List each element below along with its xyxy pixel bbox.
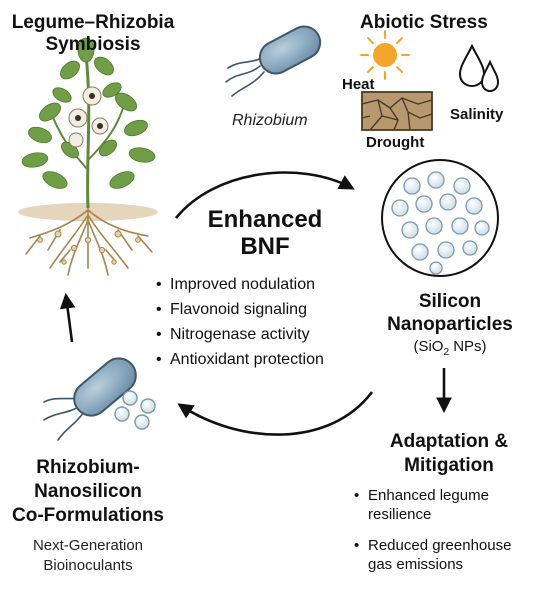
coformulation-title-line2: Nanosilicon [34,481,142,502]
bnf-bullet-item: Nitrogenase activity [156,322,324,347]
formula-suffix: NPs) [449,338,487,355]
legume-plant-icon [18,37,158,276]
formula-subscript: 2 [443,347,450,358]
plant-roots-icon [25,204,153,276]
silicon-formula: (SiO2 NPs) [380,338,520,358]
heat-label: Heat [342,76,375,93]
coformulation-title-line3: Co-Formulations [12,505,164,526]
coformulation-title: Rhizobium- Nanosilicon Co-Formulations [2,456,174,528]
bnf-bullet-list: Improved nodulation Flavonoid signaling … [156,272,324,372]
sun-icon [360,30,410,80]
adaptation-bullet-list: Enhanced legume resilience Reduced green… [354,486,512,574]
coformulation-subtitle: Next-Generation Bioinoculants [2,536,174,576]
salinity-label: Salinity [450,106,504,123]
rhizobium-bacterium-icon [225,25,322,97]
symbiosis-title-line1: Legume–Rhizobia [11,12,175,33]
abiotic-stress-title: Abiotic Stress [360,12,488,33]
coformulation-title-line1: Rhizobium- [36,457,140,478]
adaptation-bullet-item: Reduced greenhouse gas emissions [354,536,512,574]
cracked-soil-icon [361,91,433,131]
adaptation-bullet-text: gas emissions [368,556,464,573]
silicon-title-line1: Silicon [418,291,482,312]
coformulation-sub-line1: Next-Generation [32,537,144,554]
adaptation-title-line2: Mitigation [404,455,494,476]
coformulation-nanoparticles-icon [114,390,156,430]
bnf-bullet-item: Flavonoid signaling [156,297,324,322]
silicon-title-line2: Nanoparticles [387,314,513,335]
cycle-arrow-bottom [177,391,374,436]
arrow-to-plant [59,292,76,343]
silicon-nanoparticles-icon [381,159,499,277]
coformulation-bacterium-icon [43,357,137,441]
legume-pod-icon [68,86,109,148]
rhizobium-label: Rhizobium [232,112,308,129]
symbiosis-title-line2: Symbiosis [45,34,141,55]
adaptation-bullet-item: Enhanced legume resilience [354,486,511,524]
drought-label: Drought [366,134,425,151]
enhanced-bnf-line1: Enhanced [207,206,323,233]
symbiosis-title: Legume–Rhizobia Symbiosis [4,12,182,56]
adaptation-title: Adaptation & Mitigation [364,430,534,478]
enhanced-bnf-line2: BNF [240,233,290,260]
formula-prefix: (SiO [413,338,444,355]
bnf-bullet-item: Antioxidant protection [156,347,324,372]
cycle-arrow-top [174,171,355,219]
adaptation-bullet-text: resilience [368,506,432,523]
salinity-drops-icon [458,43,500,93]
adaptation-bullet-text: Reduced greenhouse [368,537,512,554]
coformulation-sub-line2: Bioinoculants [43,557,133,574]
adaptation-title-line1: Adaptation & [389,431,509,452]
adaptation-bullet-text: Enhanced legume [368,487,489,504]
bnf-bullet-item: Improved nodulation [156,272,324,297]
enhanced-bnf-title: Enhanced BNF [190,206,340,260]
silicon-nanoparticles-title: Silicon Nanoparticles [380,290,520,336]
